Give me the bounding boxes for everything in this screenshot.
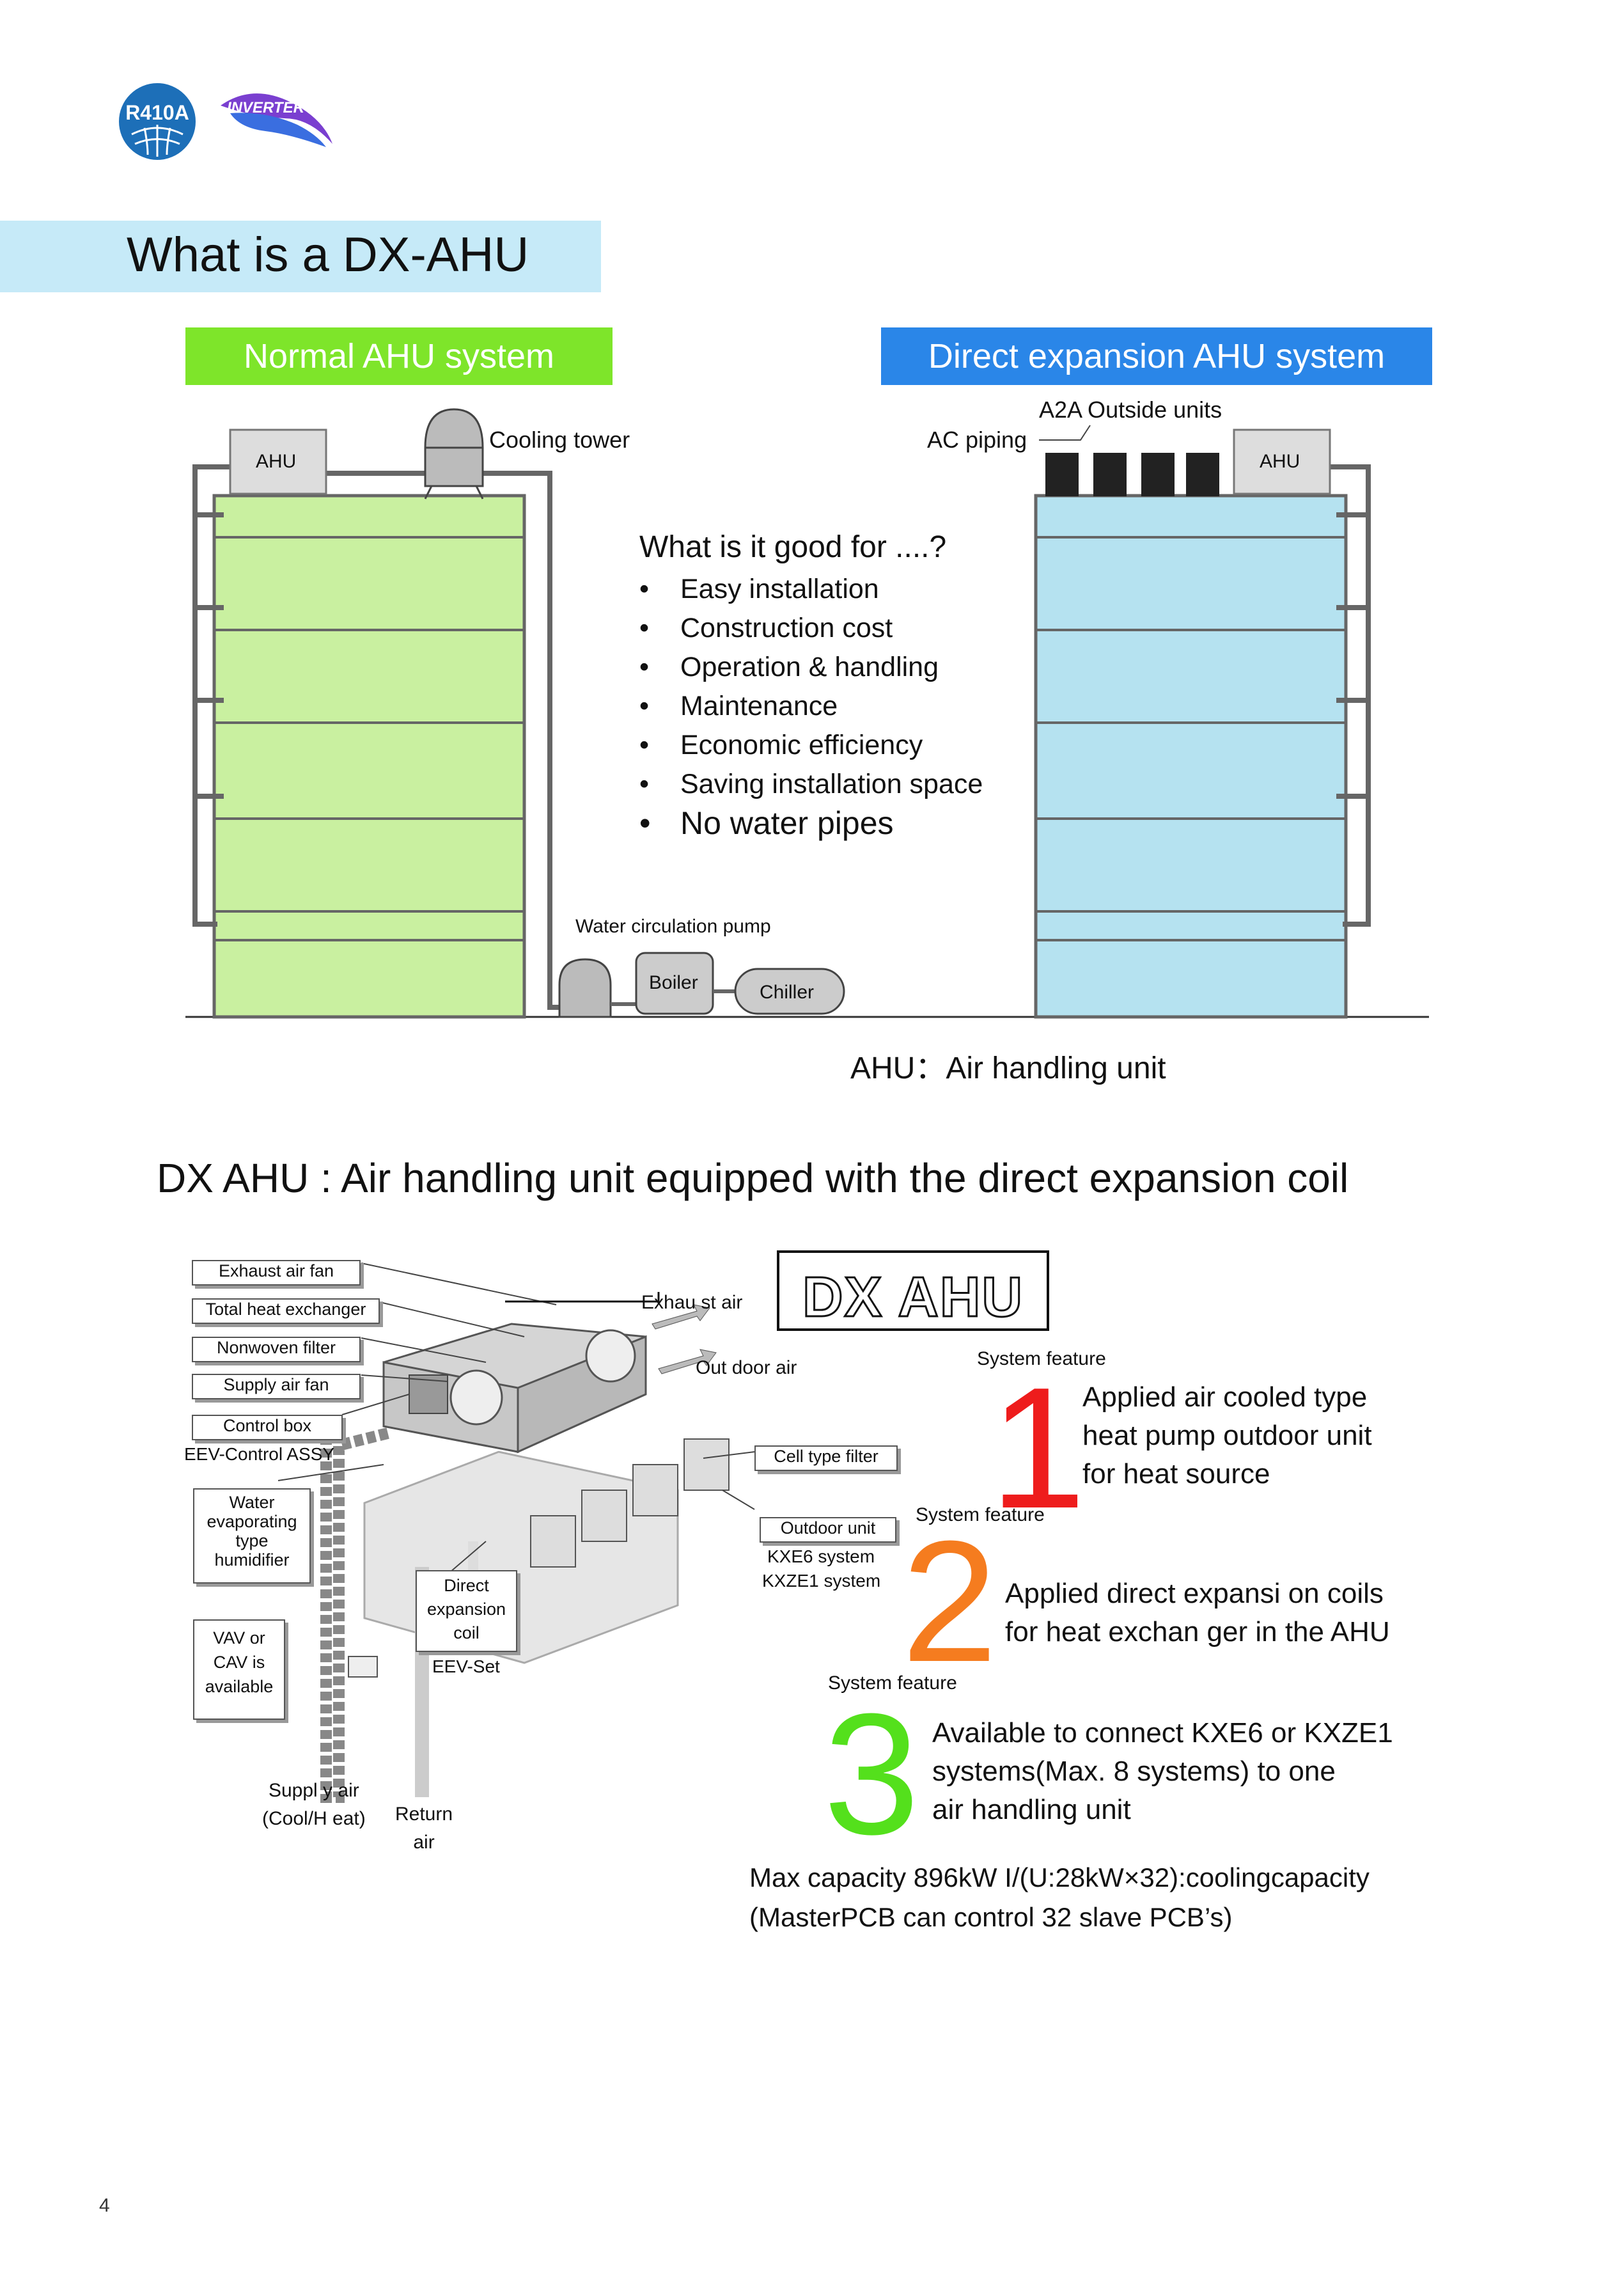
ac-piping-label: AC piping — [927, 427, 1027, 453]
outdoor-air-label: Out door air — [696, 1357, 797, 1378]
kxze1-label: KXZE1 system — [762, 1571, 881, 1591]
benefit-item: No water pipes — [639, 804, 983, 843]
feature-1-label: System feature — [977, 1348, 1106, 1369]
benefit-item: Easy installation — [639, 570, 983, 609]
benefit-item: Maintenance — [639, 687, 983, 726]
normal-ahu-label: AHU — [256, 451, 297, 472]
dx-ahu-title: DX AHU — [801, 1264, 1024, 1330]
inverter-logo-text: INVERTER — [227, 99, 304, 116]
boiler-label: Boiler — [649, 972, 698, 993]
direct-building — [1034, 494, 1348, 1019]
feature-1-number: 1 — [990, 1352, 1086, 1545]
exhaust-fan-label: Exhaust air fan — [192, 1260, 361, 1286]
eev-set-label: EEV-Set — [432, 1656, 500, 1676]
nonwoven-filter-label: Nonwoven filter — [192, 1337, 361, 1362]
r410a-logo-text: R410A — [125, 101, 189, 124]
dx-ahu-illustration — [277, 1262, 755, 1803]
boiler-icon — [635, 952, 714, 1015]
normal-ahu-box — [229, 429, 327, 495]
benefit-item: Operation & handling — [639, 648, 983, 687]
title-bar: What is a DX-AHU — [0, 221, 601, 292]
chiller-label: Chiller — [760, 982, 815, 1003]
benefit-item: Construction cost — [639, 609, 983, 648]
feature-3-label: System feature — [828, 1672, 957, 1694]
globe-icon — [131, 125, 183, 157]
max-capacity-note: Max capacity 896kW I/(U:28kW×32):cooling… — [749, 1862, 1370, 1932]
benefits-question: What is it good for ....? — [639, 530, 947, 564]
normal-building-floors — [214, 536, 524, 941]
benefits-list: Easy installation Construction cost Oper… — [639, 570, 983, 843]
supply-air-label: Suppl y air(Cool/H eat) — [262, 1780, 366, 1829]
system-comparison-diagram — [185, 408, 1429, 1019]
direct-ahu-header: Direct expansion AHU system — [881, 327, 1432, 385]
total-heat-exchanger-label: Total heat exchanger — [192, 1298, 380, 1324]
dx-ahu-title-box: DX AHU — [777, 1250, 1049, 1331]
a2a-outside-units-label: A2A Outside units — [1039, 397, 1222, 423]
ac-piping-pointer — [1039, 425, 1091, 441]
dx-ahu-subtitle: DX AHU : Air handling unit equipped with… — [157, 1155, 1349, 1201]
inverter-swoosh-icon — [221, 93, 332, 147]
a2a-outside-units-icon — [1045, 453, 1219, 496]
cooling-tower-label: Cooling tower — [489, 427, 630, 453]
benefit-item: Saving installation space — [639, 765, 983, 804]
outdoor-unit-label: Outdoor unit — [760, 1517, 896, 1543]
normal-building — [212, 494, 526, 1019]
direct-ahu-box — [1233, 429, 1331, 495]
inverter-logo: INVERTER — [214, 80, 336, 150]
direct-ahu-label: AHU — [1260, 451, 1300, 472]
water-pump-label: Water circulation pump — [575, 916, 771, 937]
page-number: 4 — [99, 2195, 110, 2216]
normal-ahu-header: Normal AHU system — [185, 327, 613, 385]
benefits-panel: What is it good for ....? Easy installat… — [639, 530, 983, 843]
eev-control-label: EEV-Control ASSY — [184, 1444, 335, 1464]
ahu-definition: AHU：Air handling unit — [850, 1051, 1166, 1085]
control-box-label: Control box — [192, 1415, 343, 1440]
exhaust-air-label: Exhau st air — [641, 1292, 743, 1313]
page-title: What is a DX-AHU — [127, 228, 529, 282]
benefit-item: Economic efficiency — [639, 726, 983, 765]
kxe6-label: KXE6 system — [767, 1546, 875, 1566]
cooling-tower-icon — [424, 408, 484, 499]
water-pump-icon — [558, 958, 612, 1018]
feature-3-number: 3 — [824, 1678, 920, 1871]
supply-fan-label: Supply air fan — [192, 1374, 361, 1399]
feature-2-label: System feature — [916, 1504, 1045, 1525]
cell-filter-label: Cell type filter — [754, 1445, 898, 1471]
direct-building-floors — [1036, 536, 1346, 941]
r410a-logo: R410A — [119, 83, 196, 160]
chiller-icon — [734, 968, 845, 1015]
direct-refrigerant-pipes — [1330, 464, 1371, 927]
feature-2-number: 2 — [902, 1506, 998, 1698]
